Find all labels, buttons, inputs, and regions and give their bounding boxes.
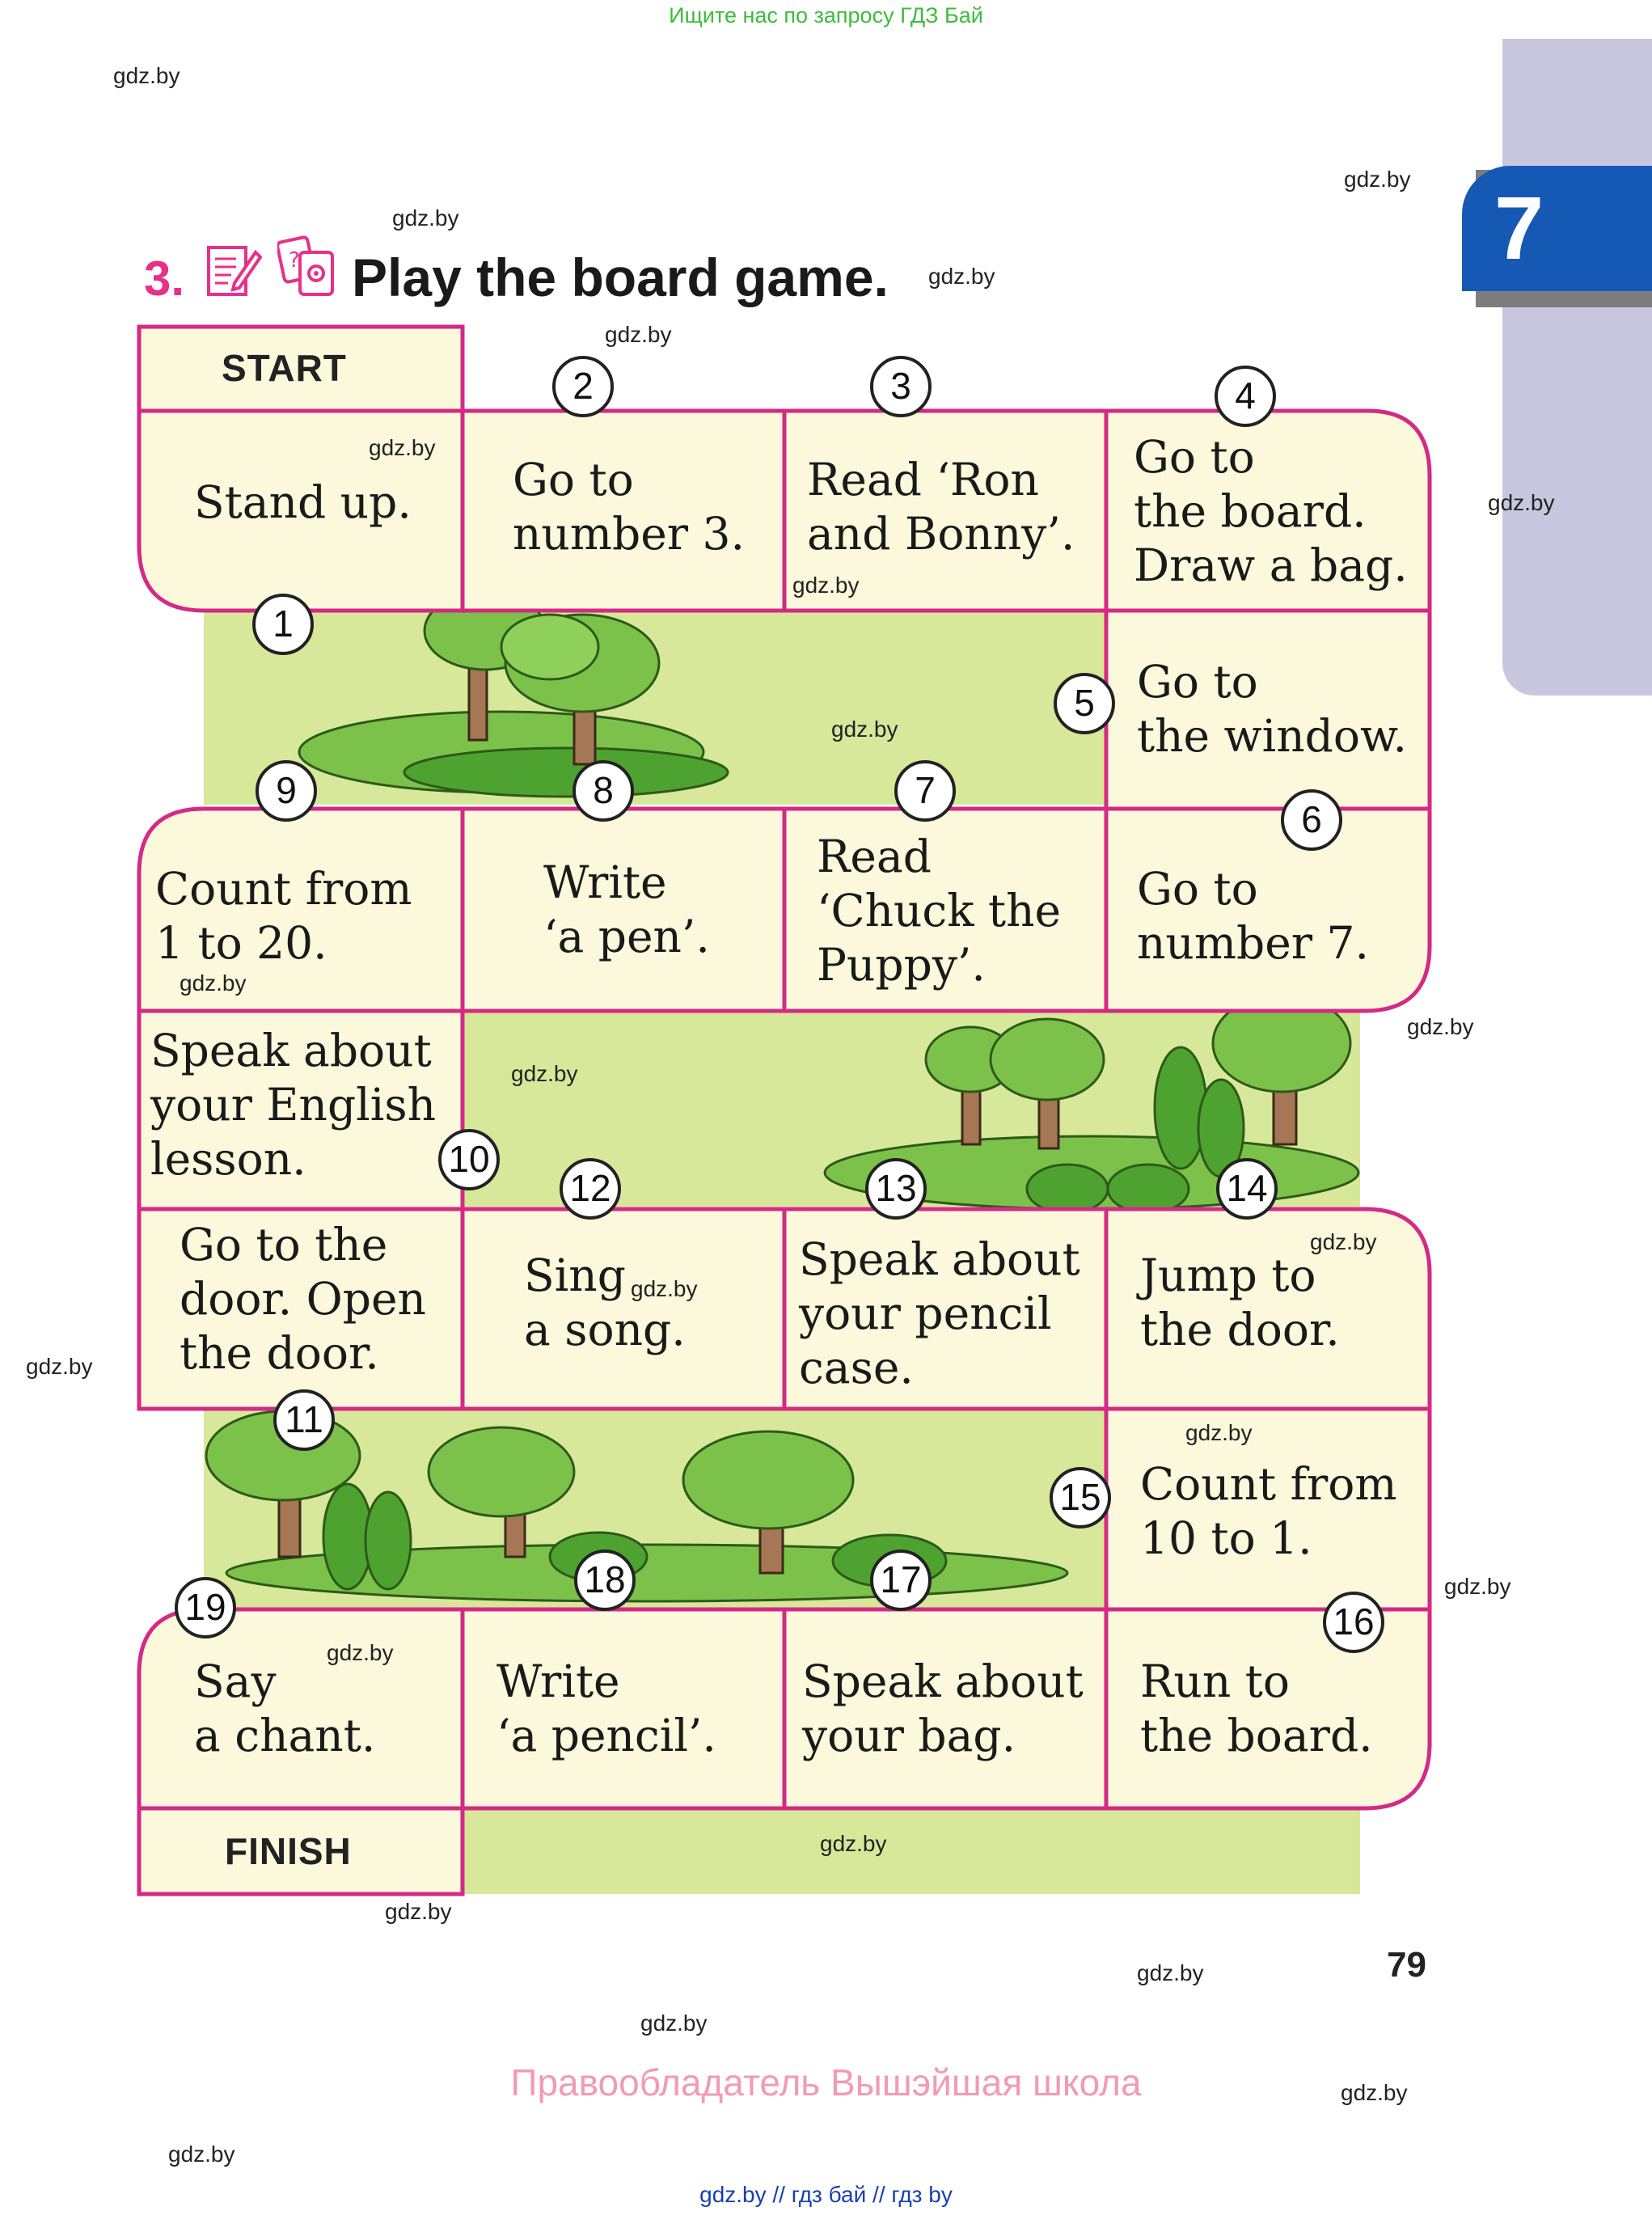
cell-18-text: Write ‘a pencil’.	[496, 1655, 716, 1761]
number-circle-16: 16	[1323, 1592, 1384, 1653]
watermark: gdz.by	[385, 1899, 452, 1924]
number-circle-12: 12	[560, 1158, 621, 1220]
cell-14-text: Jump to the door.	[1140, 1249, 1340, 1355]
cards-icon: ?	[277, 235, 334, 296]
watermark: gdz.by	[1341, 2080, 1408, 2105]
writing-icon	[207, 246, 262, 296]
number-circle-13: 13	[865, 1158, 927, 1220]
number-circle-8: 8	[572, 760, 634, 822]
watermark: gdz.by	[1444, 1574, 1511, 1599]
cell-15-text: Count from 10 to 1.	[1140, 1458, 1397, 1564]
page-number: 79	[1387, 1945, 1426, 1985]
watermark: gdz.by	[1185, 1420, 1253, 1445]
board-cells	[137, 324, 1432, 1896]
number-circle-10: 10	[438, 1129, 500, 1190]
exercise-title: Play the board game.	[352, 247, 889, 307]
chapter-number: 7	[1462, 166, 1652, 291]
cell-13	[782, 1207, 1109, 1411]
watermark: gdz.by	[113, 63, 180, 88]
cell-17	[782, 1607, 1109, 1811]
cell-2	[460, 408, 787, 613]
green-strip-4	[463, 1808, 1360, 1894]
number-circle-5: 5	[1054, 673, 1115, 734]
watermark: gdz.by	[168, 2142, 235, 2167]
cell-15	[1104, 1406, 1432, 1612]
cell-6-text: Go to number 7.	[1137, 863, 1370, 969]
cell-9	[137, 806, 465, 1013]
cell-5	[1104, 608, 1432, 811]
cell-1	[137, 408, 465, 613]
trees-scenery-3	[205, 1410, 1069, 1603]
cell-10-text: Speak about your English lesson.	[150, 1025, 436, 1185]
watermark: gdz.by	[1137, 1960, 1204, 1985]
svg-text:?: ?	[289, 248, 300, 273]
number-circle-19: 19	[175, 1577, 236, 1638]
rights-holder: Правообладатель Вышэйшая школа	[510, 2061, 1142, 2103]
number-circle-2: 2	[552, 356, 614, 417]
cell-3-text: Read ‘Ron and Bonny’.	[807, 454, 1075, 560]
cell-4	[1104, 408, 1432, 613]
cell-3	[782, 408, 1109, 613]
watermark: gdz.by	[640, 2010, 708, 2036]
cell-11	[137, 1207, 465, 1411]
cell-5-text: Go to the window.	[1137, 656, 1408, 762]
watermark: gdz.by	[820, 1831, 887, 1856]
number-circle-9: 9	[256, 760, 317, 822]
watermark: gdz.by	[1344, 167, 1411, 192]
watermark: gdz.by	[511, 1061, 578, 1086]
start-label: START	[222, 347, 347, 389]
number-circle-11: 11	[273, 1389, 335, 1451]
number-circle-7: 7	[894, 760, 956, 822]
cell-4-text: Go to the board. Draw a bag.	[1134, 431, 1408, 591]
exercise-number: 3.	[144, 252, 185, 306]
cell-6	[1104, 806, 1432, 1013]
cell-16	[1104, 1607, 1432, 1811]
cell-8-text: Write ‘a pen’.	[543, 856, 710, 962]
cell-9-text: Count from 1 to 20.	[155, 863, 412, 969]
cell-16-text: Run to the board.	[1140, 1655, 1373, 1761]
number-circle-1: 1	[252, 594, 314, 655]
cell-12-text: Sing a song.	[524, 1249, 686, 1355]
cell-1-text: Stand up.	[194, 476, 412, 528]
number-circle-4: 4	[1215, 366, 1276, 427]
watermark: gdz.by	[792, 573, 860, 598]
top-banner[interactable]: Ищите нас по запросу ГДЗ Бай	[669, 3, 983, 27]
watermark: gdz.by	[1488, 490, 1555, 515]
footer-links[interactable]: gdz.by // гдз бай // гдз by	[699, 2182, 953, 2207]
number-circle-18: 18	[574, 1550, 636, 1611]
chapter-sidebar	[1502, 39, 1652, 696]
watermark: gdz.by	[831, 717, 898, 742]
watermark: gdz.by	[631, 1276, 698, 1301]
number-circle-3: 3	[870, 356, 932, 417]
watermark: gdz.by	[180, 970, 247, 996]
number-circle-15: 15	[1050, 1467, 1111, 1528]
watermark: gdz.by	[928, 264, 995, 289]
cell-12	[460, 1207, 787, 1411]
finish-cell	[137, 1806, 465, 1896]
cell-13-text: Speak about your pencil case.	[799, 1233, 1080, 1393]
cell-11-text: Go to the door. Open the door.	[180, 1219, 426, 1379]
cell-7-text: Read ‘Chuck the Puppy’.	[817, 831, 1062, 991]
number-circle-17: 17	[870, 1550, 932, 1611]
cell-14	[1104, 1207, 1432, 1411]
number-circle-14: 14	[1216, 1158, 1278, 1220]
cell-18	[460, 1607, 787, 1811]
cell-17-text: Speak about your bag.	[802, 1655, 1084, 1761]
finish-label: FINISH	[225, 1830, 352, 1872]
watermark: gdz.by	[1310, 1229, 1377, 1254]
watermark: gdz.by	[327, 1640, 394, 1665]
cell-19-text: Say a chant.	[194, 1655, 376, 1761]
cell-8	[460, 806, 787, 1013]
watermark: gdz.by	[26, 1354, 93, 1379]
watermark: gdz.by	[392, 205, 459, 230]
watermark: gdz.by	[605, 322, 672, 347]
watermark: gdz.by	[1407, 1014, 1474, 1039]
cell-2-text: Go to number 3.	[513, 454, 746, 560]
watermark: gdz.by	[369, 435, 436, 460]
number-circle-6: 6	[1281, 789, 1342, 851]
